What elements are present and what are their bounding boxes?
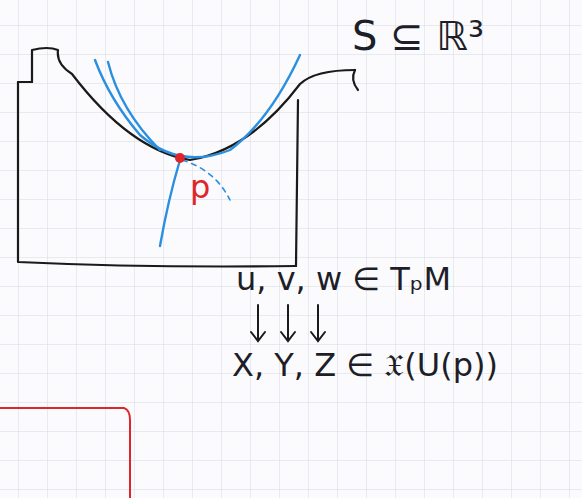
surface-label: S ⊆ ℝ³ [352,14,484,58]
curves-through-p [95,55,300,246]
point-p [175,153,185,163]
red-frame [0,408,130,498]
vector-fields: X, Y, Z ∈ 𝔛(U(p)) [232,348,498,383]
tangent-vectors: u, v, w ∈ TₚM [236,262,451,297]
point-label: p [190,170,210,205]
down-arrows [251,305,325,341]
saddle-outline [18,48,358,267]
